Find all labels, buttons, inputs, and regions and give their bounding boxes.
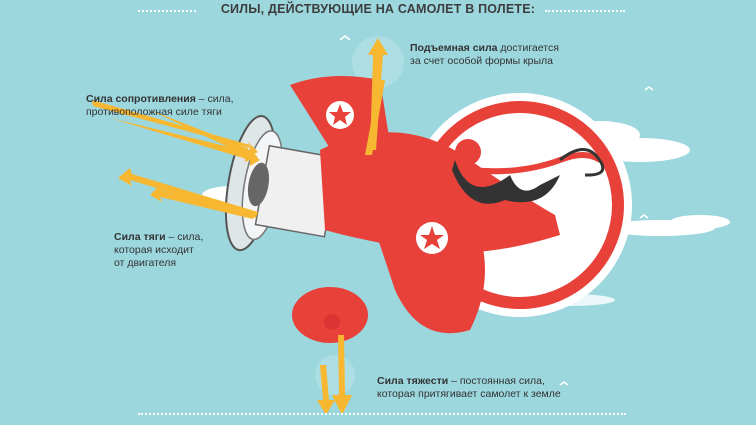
scarf bbox=[469, 152, 602, 175]
drag-label: Сила сопротивления – сила, противоположн… bbox=[86, 93, 234, 119]
pilot-head bbox=[455, 139, 481, 165]
lift-text2: за счет особой формы крыла bbox=[410, 55, 554, 67]
drag-arrows bbox=[92, 100, 260, 166]
drag-name: Сила сопротивления bbox=[86, 93, 196, 105]
gravity-label: Сила тяжести – постоянная сила, которая … bbox=[377, 375, 561, 401]
thrust-name: Сила тяги bbox=[114, 231, 166, 243]
lift-text1: достигается bbox=[497, 42, 559, 54]
top-divider-left bbox=[138, 10, 196, 12]
page-title: СИЛЫ, ДЕЙСТВУЮЩИЕ НА САМОЛЕТ В ПОЛЕТЕ: bbox=[220, 2, 536, 16]
gravity-arrow bbox=[317, 335, 352, 415]
thrust-text2: которая исходит bbox=[114, 244, 194, 256]
thrust-text1: – сила, bbox=[165, 231, 204, 243]
lift-label: Подъемная сила достигается за счет особо… bbox=[410, 42, 559, 68]
birds bbox=[339, 35, 654, 386]
gravity-text2: которая притягивает самолет к земле bbox=[377, 388, 561, 400]
lift-arrow bbox=[365, 38, 388, 155]
bottom-divider bbox=[138, 413, 626, 415]
gravity-text1: – постоянная сила, bbox=[448, 375, 545, 387]
lower-wing bbox=[360, 185, 485, 334]
drag-text1: – сила, bbox=[195, 93, 234, 105]
upper-wing bbox=[290, 76, 395, 182]
lift-name: Подъемная сила bbox=[410, 42, 498, 54]
thrust-text3: от двигателя bbox=[114, 257, 177, 269]
thrust-label: Сила тяги – сила, которая исходит от дви… bbox=[114, 231, 203, 270]
top-divider-right bbox=[545, 10, 625, 12]
gravity-name: Сила тяжести bbox=[377, 375, 449, 387]
pilot-beard bbox=[452, 160, 560, 204]
scarf-curls bbox=[559, 148, 605, 177]
drag-text2: противоположная силе тяги bbox=[86, 106, 222, 118]
thrust-arrows bbox=[118, 168, 258, 219]
